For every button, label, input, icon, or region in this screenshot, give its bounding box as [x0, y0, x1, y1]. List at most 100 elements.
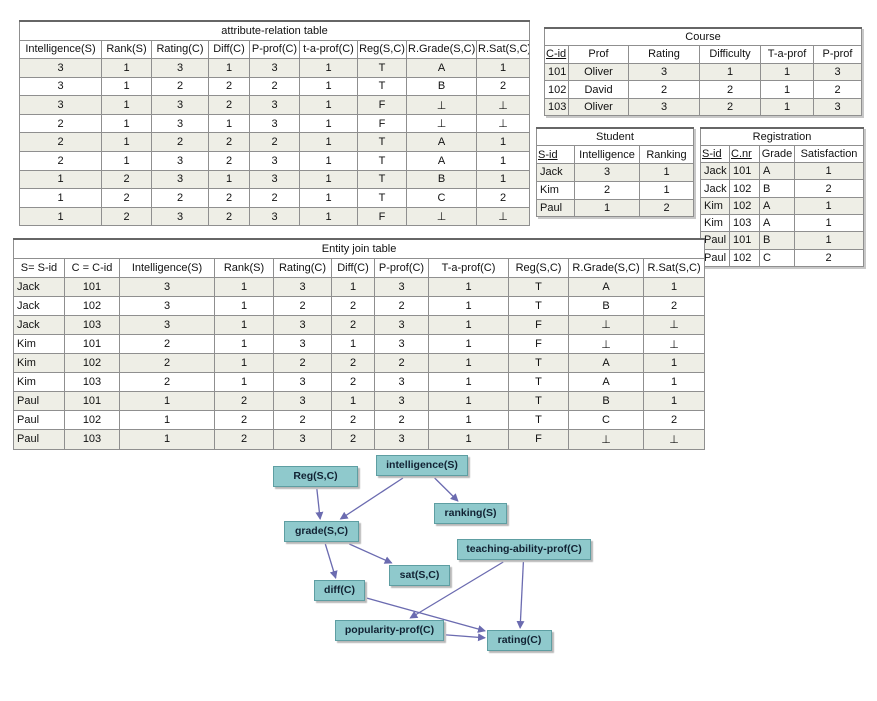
table-cell: 2: [642, 295, 706, 316]
table-cell: T: [357, 188, 407, 208]
table-cell: 101: [64, 333, 120, 355]
column-header: P-prof(C): [249, 39, 300, 60]
column-header: R.Sat(S,C): [642, 257, 706, 278]
table-cell: 2: [208, 95, 250, 115]
table-cell: 2: [249, 76, 300, 97]
column-header: S= S-id: [13, 257, 65, 278]
table-cell: 1: [428, 295, 509, 316]
table-cell: 3: [374, 276, 429, 297]
diagram-edges: [315, 477, 525, 642]
column-header: S-id: [700, 144, 730, 164]
attribute-relation-table: attribute-relation table Intelligence(S)…: [19, 20, 530, 227]
column-header: Diff(C): [208, 39, 250, 60]
table-cell: 1: [101, 58, 152, 78]
table-cell: 1: [214, 295, 274, 316]
table-cell: B: [568, 391, 644, 412]
table-cell: 1: [208, 169, 250, 190]
table-cell: 1: [476, 132, 530, 153]
column-header: Rank(S): [101, 39, 152, 60]
table-cell: 1: [642, 353, 706, 374]
column-header: Rating: [628, 45, 700, 64]
table-cell: 2: [273, 295, 332, 316]
column-header: Intelligence: [574, 145, 640, 165]
table-cell: 1: [299, 169, 358, 190]
table-cell: 2: [19, 113, 102, 134]
table-cell: 2: [331, 372, 375, 393]
table-cell: T: [508, 391, 569, 412]
table-cell: 102: [544, 80, 569, 99]
table-cell: 1: [299, 95, 358, 115]
table-cell: 2: [331, 429, 375, 450]
column-header: Rating(C): [273, 257, 332, 278]
table-cell: 1: [331, 333, 375, 355]
table-cell: T: [508, 372, 569, 393]
table-cell: 101: [64, 391, 120, 412]
table-cell: 3: [151, 206, 209, 227]
table-cell: 102: [64, 410, 120, 431]
table-cell: 2: [793, 248, 865, 267]
table-cell: 1: [101, 151, 152, 171]
table-cell: 1: [101, 76, 152, 97]
edge-popularity-to-rating: [445, 633, 486, 642]
table-cell: 2: [331, 314, 375, 335]
column-header: P-prof(C): [374, 257, 429, 278]
table-cell: 3: [119, 295, 215, 316]
table-cell: 103: [64, 314, 120, 335]
table-cell: 3: [249, 151, 300, 171]
table-cell: 3: [273, 276, 332, 297]
table-cell: 3: [249, 58, 300, 78]
table-cell: ⊥: [476, 113, 530, 134]
table-cell: 2: [642, 410, 706, 431]
column-header: Intelligence(S): [119, 257, 215, 278]
table-cell: A: [406, 151, 477, 171]
table-cell: 1: [699, 62, 761, 82]
table-cell: 1: [639, 163, 694, 182]
table-cell: 1: [214, 276, 274, 297]
table-cell: 3: [19, 76, 102, 97]
table-cell: 2: [699, 97, 761, 117]
table-cell: B: [406, 169, 477, 190]
table-cell: F: [357, 206, 407, 227]
table-cell: 1: [428, 333, 509, 355]
table-cell: 1: [119, 410, 215, 431]
table-cell: ⊥: [642, 333, 706, 355]
table-cell: 2: [208, 206, 250, 227]
table-cell: Jack: [700, 179, 730, 198]
table-cell: 3: [273, 429, 332, 450]
table-cell: 2: [812, 80, 863, 99]
table-cell: Oliver: [568, 62, 629, 82]
table-cell: A: [759, 162, 795, 181]
node-ranking: ranking(S): [434, 503, 507, 524]
table-cell: 2: [19, 151, 102, 171]
table-cell: Kim: [13, 372, 65, 393]
table-cell: 1: [299, 76, 358, 97]
table-cell: 1: [101, 132, 152, 153]
node-popularity-prof: popularity-prof(C): [335, 620, 444, 641]
table-cell: Kim: [13, 333, 65, 355]
table-cell: 1: [793, 196, 865, 215]
table-cell: 1: [19, 188, 102, 208]
table-cell: Paul: [536, 198, 575, 218]
table-cell: 3: [151, 169, 209, 190]
table-cell: 103: [544, 97, 569, 117]
table-cell: 1: [428, 314, 509, 335]
table-cell: Kim: [700, 213, 730, 233]
table-cell: David: [568, 80, 629, 99]
table-cell: 2: [628, 80, 700, 99]
table-cell: T: [508, 295, 569, 316]
